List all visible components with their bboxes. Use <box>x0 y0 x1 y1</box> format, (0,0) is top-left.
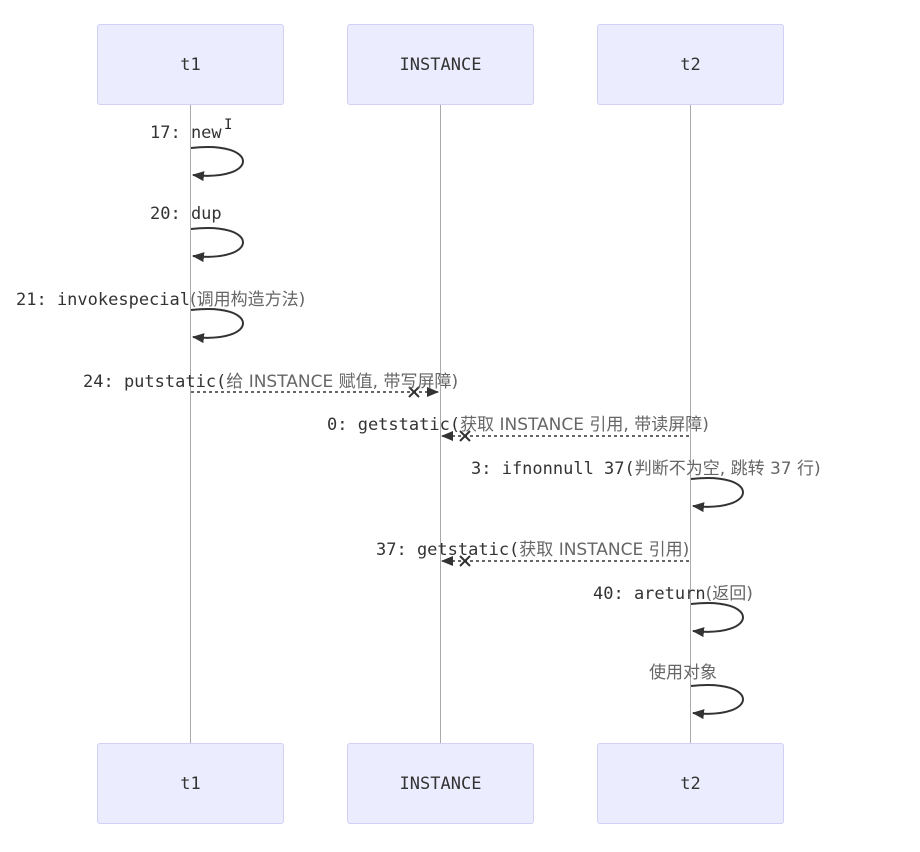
message-label: 40: areturn(返回) <box>593 579 753 604</box>
lifeline-t1 <box>190 105 191 743</box>
self-loop-arrow <box>690 602 744 638</box>
message-note: 获取 INSTANCE 引用) <box>519 540 690 560</box>
message-label: 21: invokespecial(调用构造方法) <box>16 285 305 310</box>
text-cursor-icon: I <box>224 117 233 133</box>
message-label: 20: dup <box>150 204 222 224</box>
message-code: 21: invokespecial <box>16 290 190 310</box>
message-label: 24: putstatic(给 INSTANCE 赋值, 带写屏障) <box>83 367 458 392</box>
message-note: 给 INSTANCE 赋值, 带写屏障) <box>226 372 459 392</box>
self-loop-arrow <box>190 308 244 344</box>
message-code: 3: ifnonnull 37( <box>471 459 635 479</box>
self-loop-arrow <box>190 227 244 263</box>
message-code: 17: new <box>150 123 222 143</box>
message-code: 20: dup <box>150 204 222 224</box>
cross-icon <box>408 386 420 398</box>
cross-icon <box>459 430 471 442</box>
self-loop-arrow <box>190 146 244 182</box>
message-note: (调用构造方法) <box>190 290 306 310</box>
putstatic-arrow <box>191 386 439 398</box>
message-label: 3: ifnonnull 37(判断不为空, 跳转 37 行) <box>471 454 821 479</box>
lifeline-t2 <box>690 105 691 743</box>
message-code: 0: getstatic( <box>327 415 461 435</box>
participant-t2-top: t2 <box>597 24 784 105</box>
participant-instance-bottom: INSTANCE <box>347 743 534 824</box>
message-label: 37: getstatic(获取 INSTANCE 引用) <box>376 535 689 560</box>
message-note: 获取 INSTANCE 引用, 带读屏障) <box>460 415 709 435</box>
getstatic-37-arrow <box>441 555 689 567</box>
message-label: 17: new <box>150 123 222 143</box>
message-label: 0: getstatic(获取 INSTANCE 引用, 带读屏障) <box>327 410 709 435</box>
cross-icon <box>459 555 471 567</box>
message-note: 判断不为空, 跳转 37 行) <box>634 459 821 479</box>
participant-t1-bottom: t1 <box>97 743 284 824</box>
message-code: 37: getstatic( <box>376 540 520 560</box>
participant-label: t2 <box>680 773 701 794</box>
message-code: 40: areturn <box>593 584 706 604</box>
message-note: (返回) <box>705 584 753 604</box>
getstatic-0-arrow <box>441 430 689 442</box>
participant-instance-top: INSTANCE <box>347 24 534 105</box>
participant-label: t1 <box>180 54 201 75</box>
self-loop-arrow <box>690 684 744 720</box>
participant-label: t1 <box>180 773 201 794</box>
lifeline-instance <box>440 105 441 743</box>
participant-t2-bottom: t2 <box>597 743 784 824</box>
message-note: 使用对象 <box>649 663 717 683</box>
participant-t1-top: t1 <box>97 24 284 105</box>
message-code: 24: putstatic( <box>83 372 227 392</box>
self-loop-arrow <box>690 477 744 513</box>
participant-label: INSTANCE <box>399 773 482 794</box>
message-label: 使用对象 <box>649 658 717 683</box>
participant-label: INSTANCE <box>399 54 482 75</box>
participant-label: t2 <box>680 54 701 75</box>
